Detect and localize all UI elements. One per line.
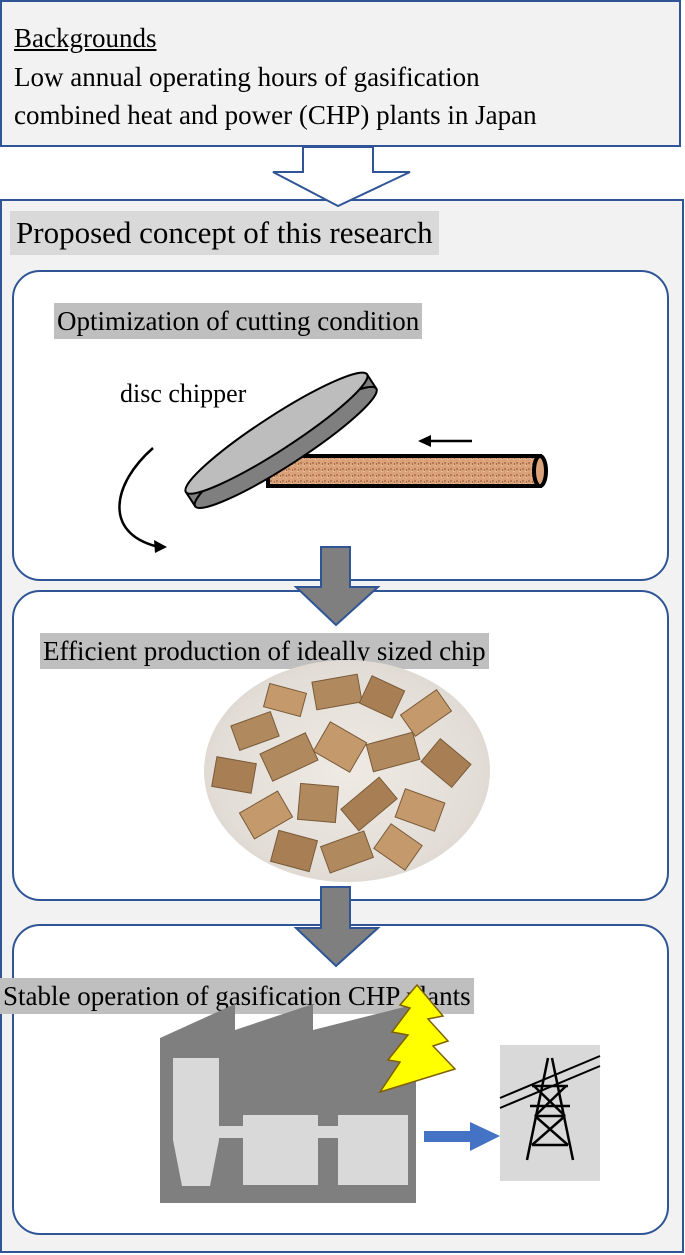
background-heading: Backgrounds: [14, 23, 157, 53]
down-arrow-icon: [293, 546, 381, 627]
concept-title: Proposed concept of this research: [10, 211, 439, 255]
hollow-down-arrow-icon: [272, 146, 411, 208]
background-box: [0, 0, 681, 147]
step-label-chip: Efficient production of ideally sized ch…: [40, 633, 489, 669]
disc-chipper-icon: [184, 371, 378, 509]
disc-chipper-illustration: [118, 371, 548, 553]
background-line-1: Low annual operating hours of gasificati…: [14, 62, 480, 92]
lightning-icon: [378, 983, 457, 1094]
step-label-cutting: Optimization of cutting condition: [54, 303, 423, 339]
step-label-plant: Stable operation of gasification CHP pla…: [0, 978, 474, 1014]
wood-chips-drawing: [211, 673, 472, 874]
rotation-arrow-icon: [118, 447, 167, 553]
factory-icon: [160, 1004, 416, 1203]
feed-direction-arrow-icon: [418, 435, 472, 447]
disc-chipper-label: disc chipper: [120, 379, 247, 408]
power-tower-icon: [499, 1045, 601, 1181]
background-line-2: combined heat and power (CHP) plants in …: [14, 100, 537, 130]
wood-chips-image: [204, 660, 490, 882]
down-arrow-icon: [293, 886, 381, 968]
right-arrow-icon: [424, 1122, 500, 1151]
